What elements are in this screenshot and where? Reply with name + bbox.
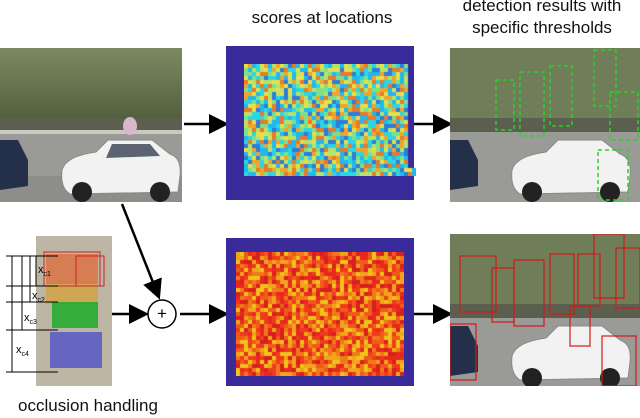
detection-label-line1: detection results with — [462, 0, 622, 15]
bottom-heatmap-canvas — [236, 252, 404, 376]
occlusion-figure-drawing — [36, 236, 112, 386]
top-heatmap — [226, 46, 416, 200]
input-scene-drawing — [0, 48, 182, 202]
xc2-label: xc2 — [32, 290, 45, 305]
detection-bottom-image — [450, 234, 640, 386]
detection-top-drawing — [450, 48, 640, 202]
xc3-label: xc3 — [24, 312, 37, 327]
xc4-label: xc4 — [16, 344, 29, 359]
bottom-heatmap — [226, 238, 414, 386]
flow-arrows — [112, 114, 453, 324]
input-scene-image — [0, 48, 182, 202]
detection-bottom-drawing — [450, 234, 640, 386]
occlusion-brackets — [6, 255, 58, 373]
detection-top-image — [450, 48, 640, 202]
detection-label-line2: specific thresholds — [472, 18, 612, 37]
sum-node — [147, 299, 177, 329]
occlusion-image — [36, 236, 112, 386]
xc1-label: xc1 — [38, 264, 51, 279]
scores-label: scores at locations — [251, 8, 393, 27]
occlusion-label: occlusion handling — [18, 396, 158, 415]
plus-symbol: + — [157, 304, 167, 323]
top-heatmap-canvas — [244, 64, 416, 176]
